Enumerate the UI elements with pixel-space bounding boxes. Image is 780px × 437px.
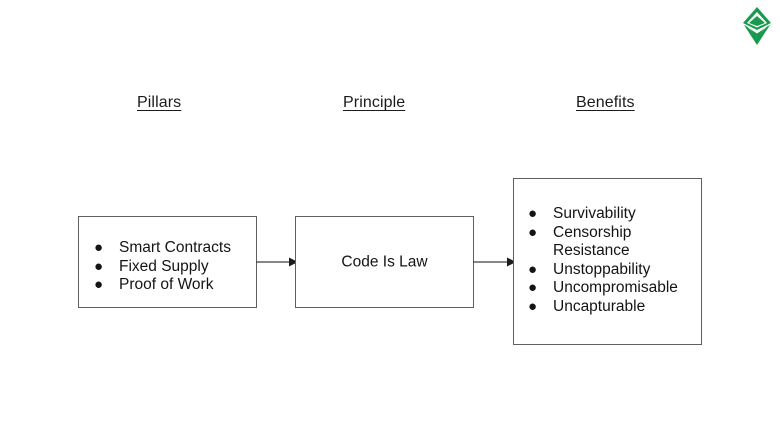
list-item: ● Proof of Work xyxy=(94,276,256,295)
bullet-icon: ● xyxy=(94,276,104,293)
pillars-box: ● Smart Contracts ● Fixed Supply ● Proof… xyxy=(78,216,257,308)
pillars-list: ● Smart Contracts ● Fixed Supply ● Proof… xyxy=(79,239,256,295)
ethereum-classic-logo-icon xyxy=(741,6,773,45)
list-item: ● Fixed Supply xyxy=(94,258,256,277)
principle-box: Code Is Law xyxy=(295,216,474,308)
bullet-icon: ● xyxy=(528,260,538,278)
list-item-label: Proof of Work xyxy=(119,276,214,293)
principle-box-label: Code Is Law xyxy=(341,253,428,271)
list-item: ● Uncompromisable xyxy=(528,279,701,298)
list-item-label: Uncapturable xyxy=(553,297,646,315)
list-item-label: Fixed Supply xyxy=(119,257,209,275)
arrow-right-icon xyxy=(473,255,516,267)
bullet-icon: ● xyxy=(528,297,538,315)
bullet-icon: ● xyxy=(528,223,538,241)
list-item-label: Smart Contracts xyxy=(119,239,231,256)
bullet-icon: ● xyxy=(94,239,104,256)
list-item: ● Censorship Resistance xyxy=(528,224,701,261)
list-item: ● Survivability xyxy=(528,205,701,224)
list-item-label: Censorship Resistance xyxy=(553,223,632,260)
list-item: ● Smart Contracts xyxy=(94,239,256,258)
bullet-icon: ● xyxy=(528,205,538,222)
column-header-pillars: Pillars xyxy=(137,94,182,111)
list-item: ● Unstoppability xyxy=(528,261,701,280)
list-item-label: Unstoppability xyxy=(553,260,651,278)
list-item-label: Survivability xyxy=(553,205,636,222)
benefits-list: ● Survivability ● Censorship Resistance … xyxy=(514,205,701,316)
column-header-benefits: Benefits xyxy=(576,94,635,111)
benefits-box: ● Survivability ● Censorship Resistance … xyxy=(513,178,702,345)
column-header-principle: Principle xyxy=(343,94,406,111)
list-item: ● Uncapturable xyxy=(528,298,701,317)
arrow-right-icon xyxy=(256,255,298,267)
list-item-label: Uncompromisable xyxy=(553,279,678,296)
bullet-icon: ● xyxy=(94,257,104,275)
bullet-icon: ● xyxy=(528,279,538,296)
